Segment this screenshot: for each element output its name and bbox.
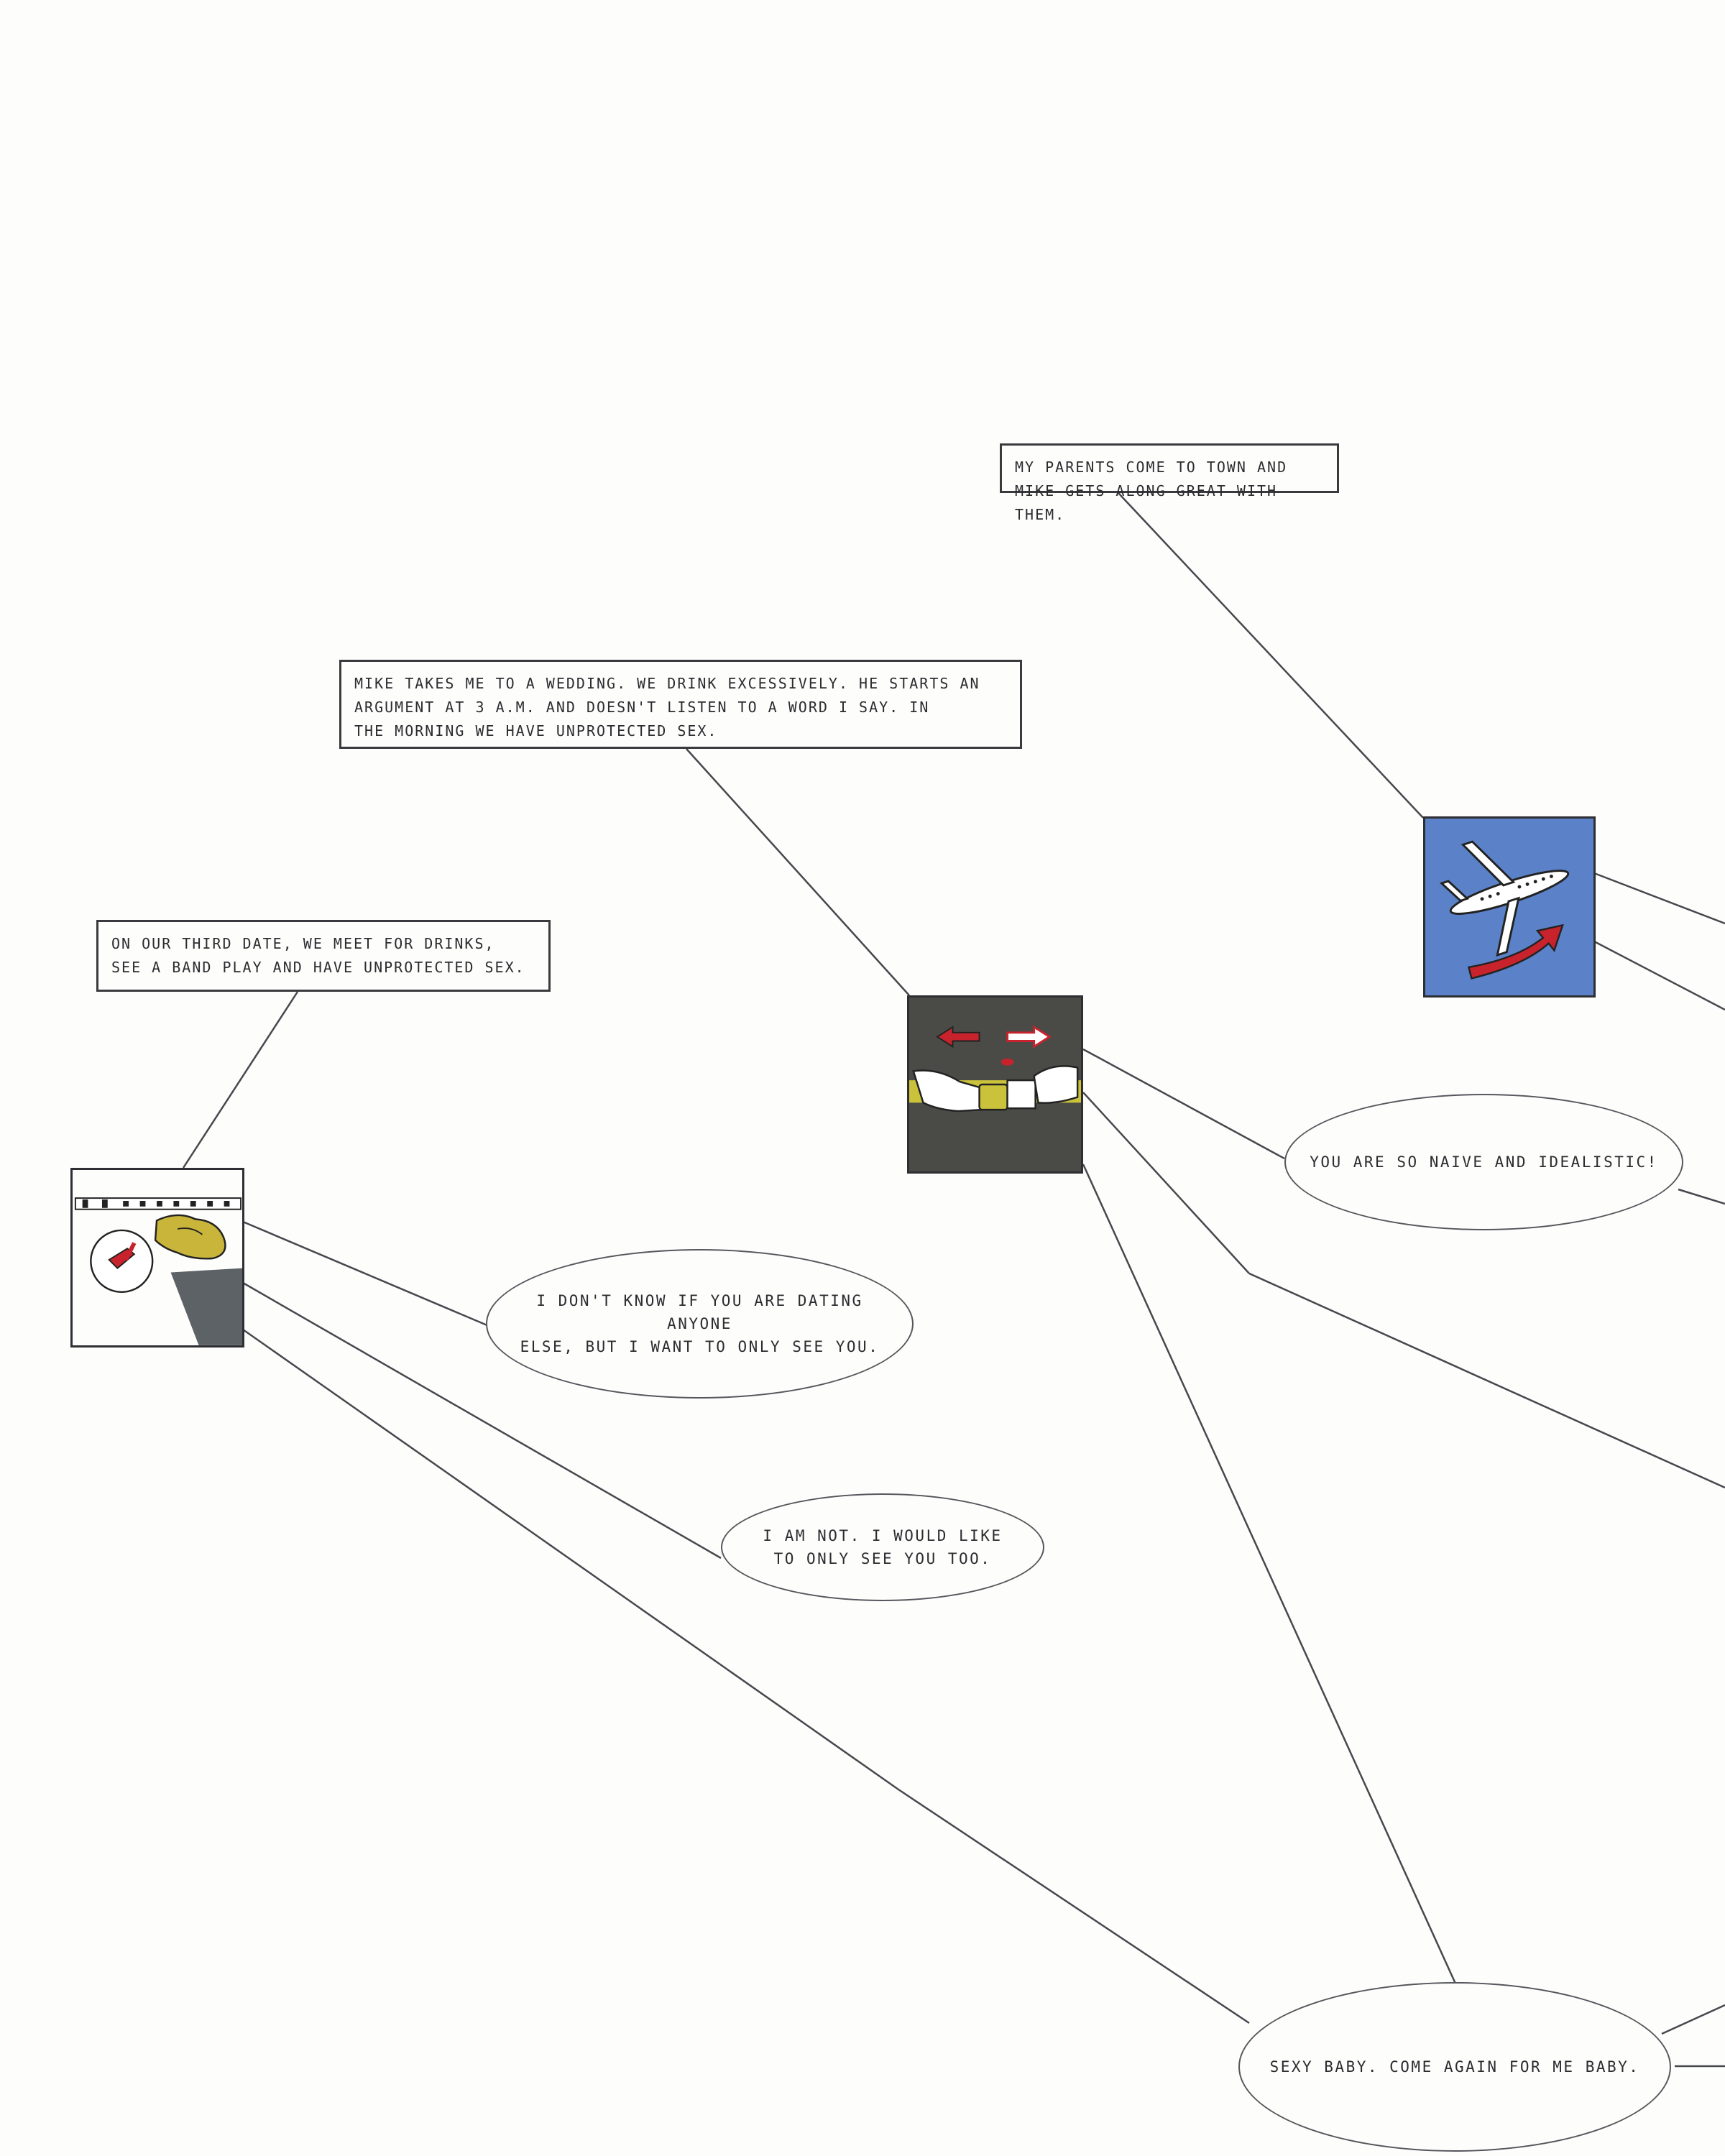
speech-bubble-dating: I don't know if you are dating anyone el… (486, 1249, 914, 1399)
seatbelt-buckle-icon (909, 998, 1081, 1171)
caption-parents: My parents come to town and Mike gets al… (1000, 443, 1339, 523)
cabin-panel (70, 1168, 244, 1348)
caption-third-date: On our third date, we meet for drinks, s… (96, 920, 551, 992)
speech-bubble-sexy-baby: Sexy baby. Come again for me baby. (1238, 1982, 1671, 2152)
speech-bubble-not-dating: I am not. I would like to only see you t… (721, 1493, 1044, 1601)
speech-bubble-naive: You are so naive and idealistic! (1284, 1094, 1683, 1230)
caption-wedding: Mike takes me to a wedding. We drink exc… (339, 660, 1022, 749)
seatbelt-panel (907, 995, 1083, 1174)
no-smoking-cabin-icon (73, 1170, 242, 1345)
airplane-icon (1425, 819, 1593, 995)
airplane-panel (1423, 816, 1596, 998)
